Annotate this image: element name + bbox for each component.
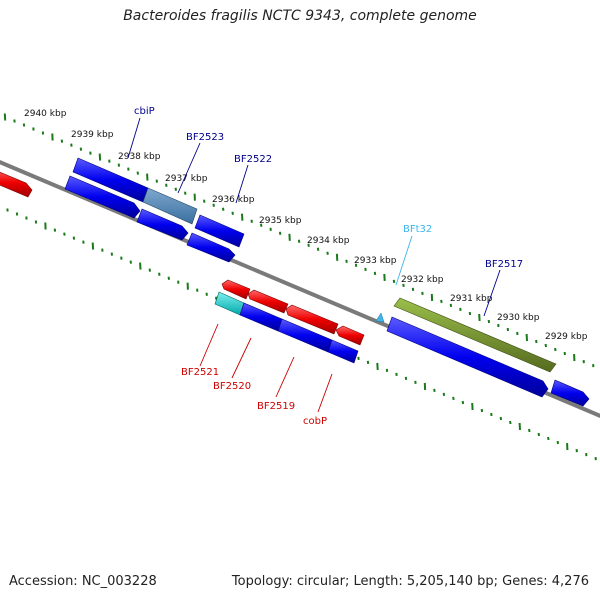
- cds-feature-right-edge[interactable]: [550, 379, 590, 407]
- label-BF2517: BF2517: [485, 259, 523, 270]
- label-BFt32: BFt32: [403, 224, 432, 235]
- map-title: Bacteroides fragilis NCTC 9343, complete…: [123, 8, 477, 24]
- label-BF2522: BF2522: [234, 154, 272, 165]
- kbp-label: 2932 kbp: [401, 275, 444, 285]
- kbp-label: 2940 kbp: [24, 109, 67, 119]
- kbp-label: 2934 kbp: [307, 236, 350, 246]
- repeat-feature-BF2517[interactable]: [393, 297, 557, 373]
- genome-summary-text: Topology: circular; Length: 5,205,140 bp…: [231, 574, 589, 589]
- kbp-label: 2931 kbp: [450, 294, 493, 304]
- label-BF2521: BF2521: [181, 367, 219, 378]
- label-BF2519: BF2519: [257, 401, 295, 412]
- label-BF2520: BF2520: [213, 381, 251, 392]
- cds-feature-BF2523-highlight[interactable]: [142, 187, 198, 225]
- cds-feature-BF2517[interactable]: [386, 316, 549, 398]
- gene-callouts: cbiP BF2523 BF2522 BFt32 BF2517 BF2521 B…: [127, 106, 523, 427]
- kbp-label: 2933 kbp: [354, 256, 397, 266]
- kbp-labels: 2940 kbp 2939 kbp 2938 kbp 2937 kbp 2936…: [24, 109, 588, 342]
- forward-features: [0, 157, 590, 407]
- gene-feature-left-edge[interactable]: [0, 168, 33, 198]
- cds-feature-lower-2[interactable]: [136, 208, 189, 241]
- gene-feature-BF2520[interactable]: [247, 289, 289, 314]
- kbp-label: 2937 kbp: [165, 174, 208, 184]
- trna-feature-BFt32[interactable]: [375, 312, 385, 323]
- reverse-features: [214, 279, 365, 364]
- kbp-label: 2930 kbp: [497, 313, 540, 323]
- label-BF2523: BF2523: [186, 132, 224, 143]
- kbp-label: 2935 kbp: [259, 216, 302, 226]
- kbp-label: 2938 kbp: [118, 152, 161, 162]
- label-cbiP: cbiP: [134, 106, 155, 117]
- kbp-label: 2929 kbp: [545, 332, 588, 342]
- cds-feature-lower-6[interactable]: [327, 339, 359, 364]
- cds-feature-lower-3[interactable]: [186, 232, 236, 263]
- gene-feature-BF2521[interactable]: [221, 279, 251, 300]
- accession-text: Accession: NC_003228: [9, 574, 157, 589]
- gene-feature-BF2519[interactable]: [285, 304, 339, 335]
- cds-feature-lower-1[interactable]: [64, 175, 141, 219]
- cds-feature-BF2522[interactable]: [194, 214, 245, 248]
- gene-feature-cobP[interactable]: [335, 325, 365, 346]
- label-cobP: cobP: [303, 416, 327, 427]
- tick-track-outer: [3, 113, 595, 368]
- kbp-label: 2939 kbp: [71, 130, 114, 140]
- kbp-label: 2936 kbp: [212, 195, 255, 205]
